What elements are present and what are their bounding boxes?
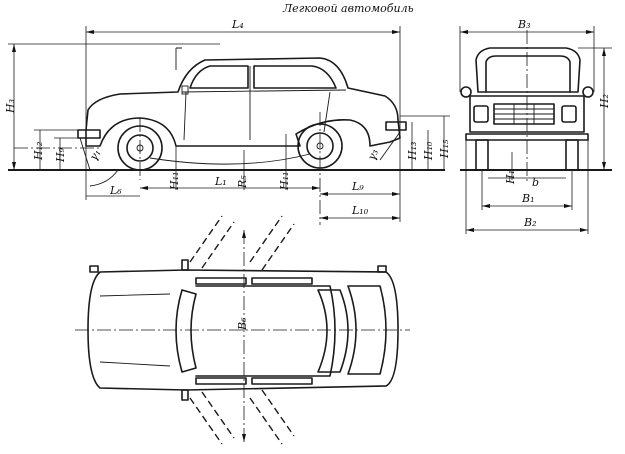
- label-L4: L₄: [231, 18, 244, 31]
- drawing-title: Легковой автомобиль: [282, 2, 414, 15]
- door-open-front-top: [189, 215, 235, 269]
- label-B6: B₆: [236, 317, 249, 331]
- label-y3: γ₃: [365, 147, 381, 162]
- label-H10: H₁₀: [422, 141, 435, 161]
- label-H11-rear: H₁₁: [278, 172, 291, 191]
- door-top-left: [195, 277, 247, 285]
- front-bumper: [77, 129, 101, 139]
- top-view: B₆: [75, 215, 410, 445]
- label-H2: H₂: [598, 94, 611, 109]
- door-bot-left: [195, 377, 247, 385]
- roof-box: [175, 47, 182, 70]
- top-rear-window: [317, 289, 349, 373]
- top-windshield: [175, 289, 197, 373]
- label-B1: B₁: [521, 192, 535, 205]
- front-wheel-right: [565, 139, 579, 171]
- label-y1: γ₁: [87, 147, 104, 163]
- label-L6: L₆: [109, 184, 122, 197]
- side-view: L₄ H₃ H₁₂ H₉ γ₁ H₁₁ H₁₁ R₅ L₁ L₆ L₉: [4, 18, 451, 225]
- windshield: [485, 55, 571, 93]
- rear-bumper: [385, 121, 407, 131]
- front-window: [189, 65, 249, 89]
- roof-outline: [195, 285, 336, 377]
- label-L1: L₁: [214, 175, 227, 188]
- mirror-left: [460, 86, 472, 98]
- headlight-right: [561, 105, 577, 123]
- label-H3: H₃: [4, 99, 17, 114]
- label-R5: R₅: [236, 175, 249, 189]
- car-body-top: [87, 269, 399, 391]
- door-bot-right: [251, 377, 313, 385]
- label-H1: H₁: [504, 170, 517, 185]
- front-view: B₃ H₂ H₁ b B₁ B₂: [459, 18, 612, 234]
- label-H15: H₁₅: [438, 139, 451, 159]
- front-door-edge: [183, 91, 187, 141]
- l6-arc: [89, 169, 119, 187]
- trunk: [347, 285, 387, 375]
- label-H11-front: H₁₁: [168, 172, 181, 191]
- door-open-front-bot: [189, 391, 235, 445]
- door-open-rear-bot: [249, 389, 295, 445]
- label-B2: B₂: [523, 216, 537, 229]
- approach-line: [79, 137, 91, 171]
- front-fascia: [469, 95, 585, 133]
- rear-window: [253, 65, 337, 89]
- departure-line: [379, 131, 401, 161]
- mirror-right: [582, 86, 594, 98]
- mirror-bottom: [181, 389, 189, 401]
- label-L9: L₉: [351, 180, 364, 193]
- ramp-arc: [149, 153, 311, 165]
- door-open-rear-top: [249, 215, 295, 271]
- label-b: b: [532, 176, 539, 189]
- headlight-left: [473, 105, 489, 123]
- label-H13: H₁₃: [406, 142, 419, 161]
- car-body-front: [475, 47, 581, 93]
- label-H9: H₉: [54, 147, 67, 163]
- mirror: [181, 85, 189, 95]
- mirror-top: [181, 259, 189, 271]
- door-top-right: [251, 277, 313, 285]
- car-body-side: [85, 57, 401, 147]
- label-H12: H₁₂: [32, 142, 45, 161]
- label-B3: B₃: [517, 18, 531, 31]
- beltline: [181, 89, 347, 93]
- front-wheel-left: [475, 139, 489, 171]
- label-L10: L₁₀: [351, 204, 369, 217]
- hood-lines: [99, 293, 171, 367]
